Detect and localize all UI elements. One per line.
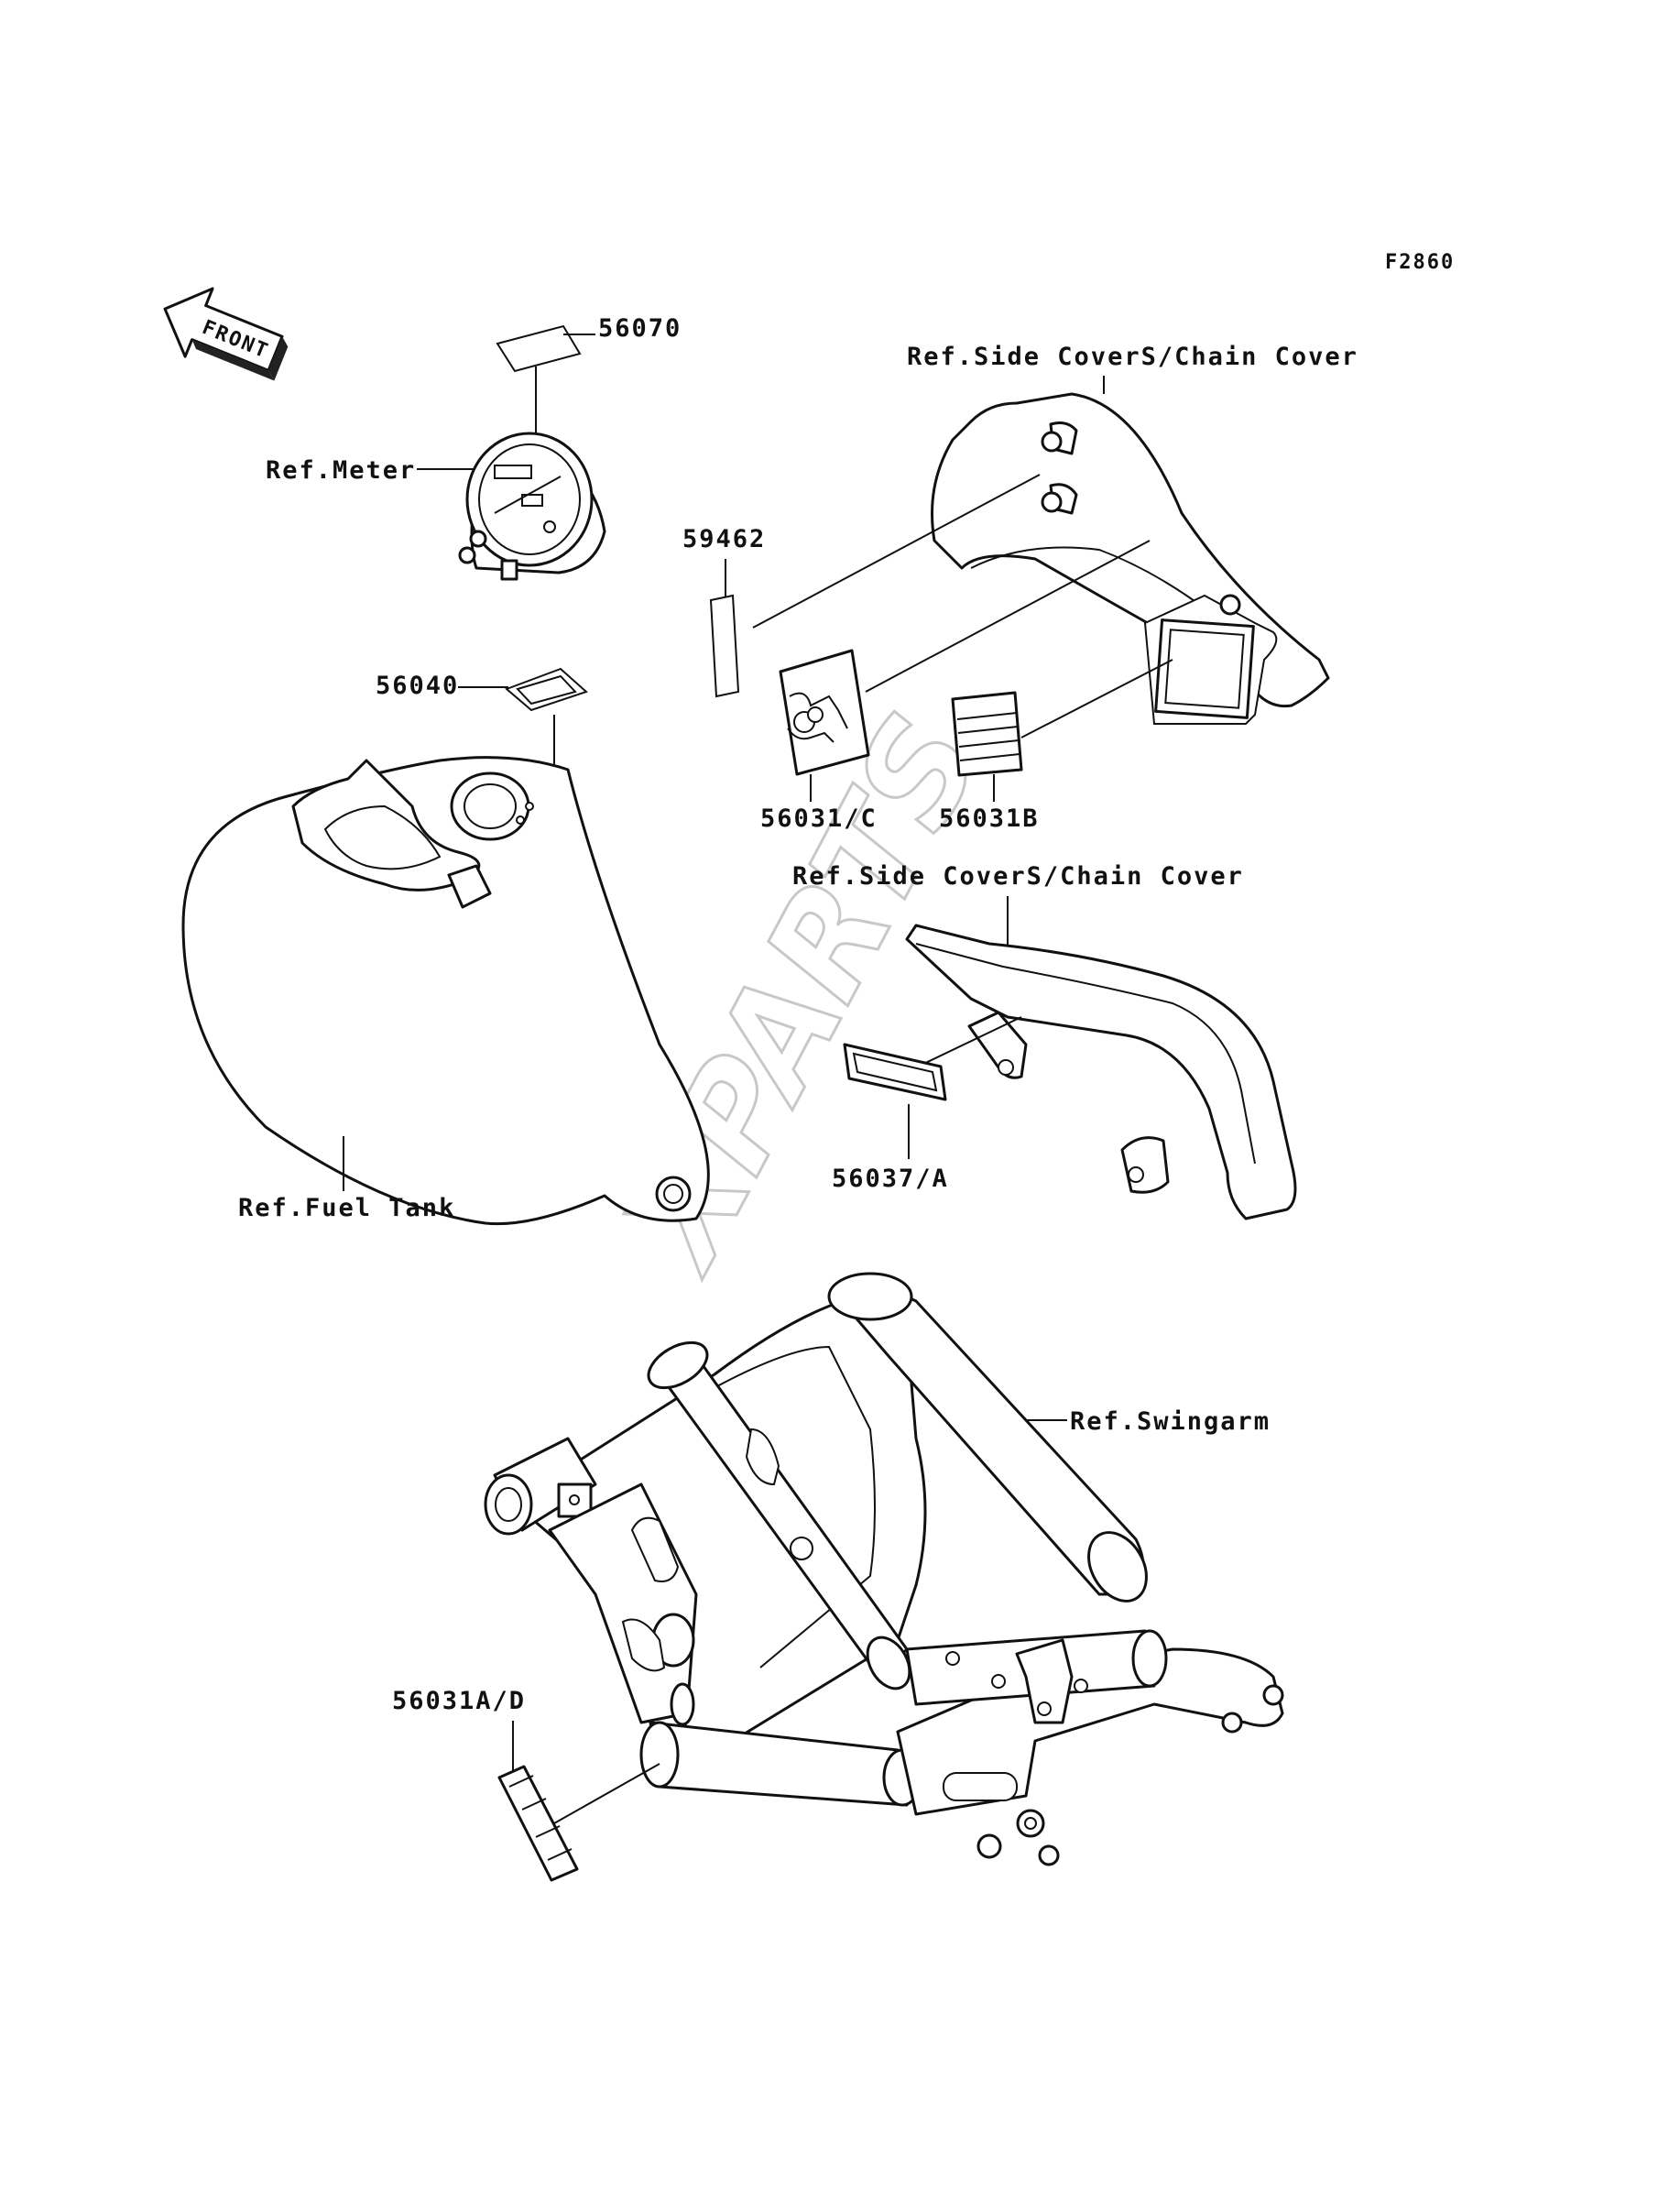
decal-56040: 56040	[376, 667, 588, 866]
label-56031c: 56031/C	[760, 804, 878, 833]
decal-59462: 59462	[682, 525, 766, 698]
label-ref-side-cover-top: Ref.Side CoverS/Chain Cover	[907, 343, 1358, 371]
label-56031b: 56031B	[939, 804, 1040, 833]
side-cover-mid-part: Ref.Side CoverS/Chain Cover	[792, 862, 1297, 1220]
front-arrow-icon: FRONT	[163, 287, 289, 381]
label-ref-side-cover-mid: Ref.Side CoverS/Chain Cover	[792, 862, 1244, 891]
side-cover-top-part: Ref.Side CoverS/Chain Cover	[752, 343, 1358, 738]
label-ref-meter: Ref.Meter	[266, 456, 416, 485]
decal-56031c: 56031/C	[760, 649, 878, 833]
fuel-tank-part: Ref.Fuel Tank	[181, 756, 710, 1226]
swingarm-part: Ref.Swingarm	[484, 1272, 1284, 1866]
figure-code: F2860	[1385, 251, 1455, 274]
label-56031ad: 56031A/D	[392, 1687, 526, 1715]
label-59462: 59462	[682, 525, 766, 553]
decal-56031b: 56031B	[939, 691, 1040, 833]
meter-part: Ref.Meter	[266, 432, 606, 581]
label-56040: 56040	[376, 672, 459, 700]
decal-56031ad: 56031A/D	[392, 1687, 660, 1882]
label-56037a: 56037/A	[832, 1165, 949, 1193]
label-56070: 56070	[598, 314, 682, 343]
decal-56037a: 56037/A	[832, 1043, 949, 1193]
label-ref-swingarm: Ref.Swingarm	[1070, 1407, 1271, 1436]
label-ref-fuel-tank: Ref.Fuel Tank	[238, 1194, 455, 1222]
